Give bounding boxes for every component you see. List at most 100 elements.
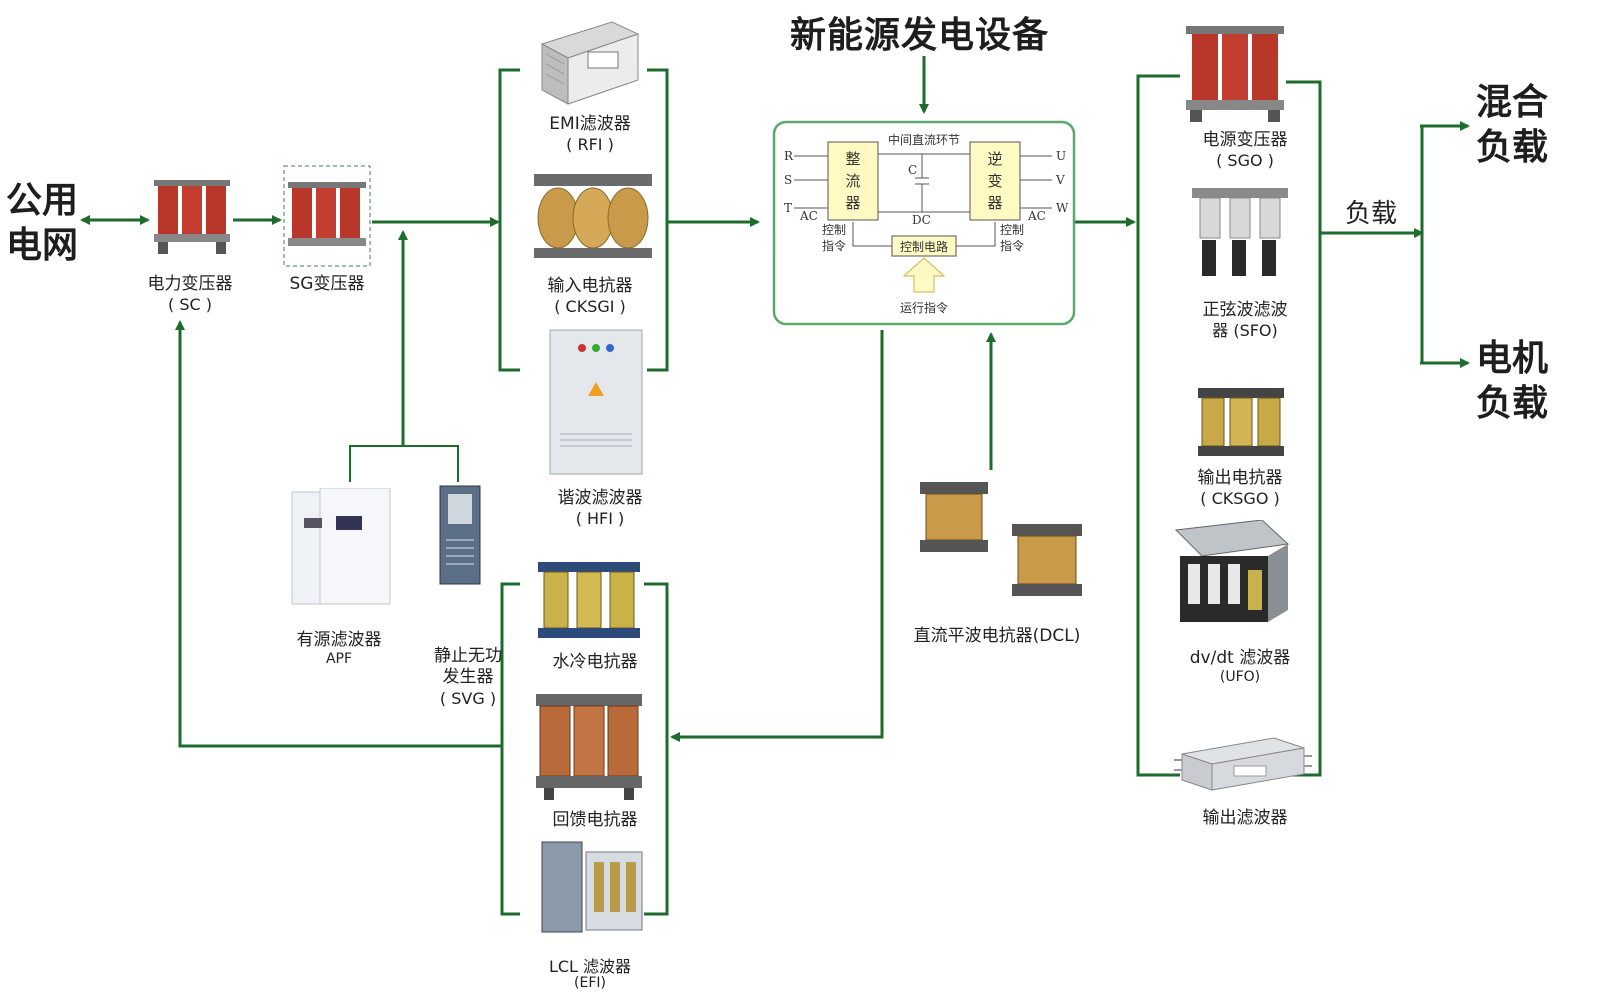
run-command-label: 运行指令 — [900, 300, 948, 315]
inverter-char-3: 器 — [987, 194, 1002, 212]
output-filter-icon — [1174, 737, 1312, 791]
output-v: V — [1055, 173, 1065, 187]
sfo-name-line2: 器 (SFO) — [1212, 321, 1278, 341]
feedback-group-right-bracket — [644, 582, 669, 916]
dvdt-filter-icon — [1174, 520, 1290, 622]
ctrl-left-line2: 指令 — [822, 238, 846, 253]
control-circuit-label: 控制电路 — [900, 239, 948, 254]
apf-name: 有源滤波器 — [296, 630, 382, 650]
sc-label: 电力变压器 ( SC ) — [140, 274, 240, 315]
sgo-transformer-icon — [1186, 26, 1284, 122]
input-group-right-bracket — [647, 68, 669, 372]
run-command-arrow — [902, 257, 946, 293]
water-label: 水冷电抗器 — [540, 652, 650, 673]
sc-transformer-icon — [154, 180, 230, 254]
lcl-label: LCL 滤波器 (EFI) — [535, 958, 645, 991]
cksgo-name: 输出电抗器 — [1197, 468, 1283, 488]
load-mixed-label: 混合 负载 — [1476, 80, 1548, 170]
cksgi-code: ( CKSGI ) — [554, 297, 626, 317]
grid-label: 公用 电网 — [6, 178, 78, 268]
output-w: W — [1056, 201, 1069, 215]
cap-label: C — [908, 163, 917, 177]
inverter-char-1: 逆 — [987, 150, 1002, 168]
input-s: S — [784, 173, 792, 187]
sg-label: SG变压器 — [282, 274, 372, 295]
lcl-name: LCL 滤波器 — [548, 957, 632, 976]
water-cooled-reactor-icon — [538, 562, 640, 638]
output-u: U — [1056, 149, 1066, 163]
output-group-left-bracket — [1136, 74, 1180, 777]
inverter-char-2: 变 — [987, 172, 1002, 190]
inverter-block — [969, 141, 1021, 221]
cksgo-code: ( CKSGO ) — [1200, 489, 1280, 509]
dc-reactor-icon — [920, 482, 1082, 596]
cksgo-label: 输出电抗器 ( CKSGO ) — [1180, 468, 1300, 509]
dc-label: DC — [912, 213, 931, 227]
output-reactor-icon — [1198, 388, 1284, 456]
converter-schematic: 整 流 器 逆 变 器 中间直流环节 C DC R S T U V W AC A… — [772, 120, 1076, 326]
sfo-name-line1: 正弦波滤波 — [1202, 300, 1288, 320]
emi-filter-icon — [540, 21, 640, 105]
ufo-code: (UFO) — [1219, 669, 1261, 686]
sgo-label: 电源变压器 ( SGO ) — [1190, 130, 1300, 171]
svg-code: ( SVG ) — [439, 688, 497, 708]
feedback-name: 回馈电抗器 — [552, 810, 638, 830]
load-mixed-line2: 负载 — [1476, 127, 1549, 168]
input-group-left-bracket — [498, 68, 520, 372]
dcl-label: 直流平波电抗器(DCL) — [902, 626, 1092, 647]
input-reactor-icon — [534, 174, 652, 258]
rectifier-char-1: 整 — [845, 150, 860, 168]
load-motor-label: 电机 负载 — [1476, 336, 1548, 426]
cksgi-label: 输入电抗器 ( CKSGI ) — [535, 276, 645, 317]
apf-label: 有源滤波器 APF — [284, 630, 394, 669]
ac-left-label: AC — [799, 209, 818, 223]
ac-right-label: AC — [1027, 209, 1046, 223]
emi-name: EMI滤波器 — [549, 114, 631, 134]
sg-name: SG变压器 — [289, 274, 365, 294]
ctrl-left-line1: 控制 — [822, 223, 846, 237]
page-title: 新能源发电设备 — [790, 15, 1050, 56]
hfi-name: 谐波滤波器 — [557, 488, 643, 508]
svg-label: 静止无功 发生器 ( SVG ) — [420, 646, 516, 709]
output-group-right-bracket — [1286, 80, 1322, 777]
hfi-label: 谐波滤波器 ( HFI ) — [545, 488, 655, 529]
grid-label-line2: 电网 — [6, 225, 79, 266]
ufo-name: dv/dt 滤波器 — [1189, 648, 1291, 668]
load-label: 负载 — [1345, 199, 1398, 229]
svg-name-line2: 发生器 — [442, 667, 494, 688]
svg-cabinet-icon — [439, 485, 481, 585]
svg-name-line1: 静止无功 — [434, 646, 502, 666]
rectifier-char-2: 流 — [845, 172, 860, 190]
water-name: 水冷电抗器 — [552, 652, 638, 672]
active-filter-cabinet-icon — [291, 488, 391, 605]
sgo-code: ( SGO ) — [1216, 151, 1274, 171]
feedback-sc-link — [175, 320, 502, 748]
feedback-group-left-bracket — [500, 582, 520, 916]
emi-label: EMI滤波器 ( RFI ) — [540, 114, 640, 155]
sc-code: ( SC ) — [168, 295, 212, 315]
feedback-reactor-icon — [536, 694, 642, 800]
sfo-label: 正弦波滤波 器 (SFO) — [1190, 300, 1300, 341]
apf-code: APF — [325, 651, 353, 668]
hfi-code: ( HFI ) — [575, 509, 625, 529]
emi-code: ( RFI ) — [566, 135, 614, 155]
feedback-label: 回馈电抗器 — [540, 810, 650, 831]
converter-feedback-link — [670, 330, 884, 742]
load-motor-line2: 负载 — [1476, 383, 1549, 424]
dcl-name: 直流平波电抗器(DCL) — [913, 626, 1081, 646]
rectifier-char-3: 器 — [845, 194, 860, 212]
control-circuit-block — [891, 235, 957, 257]
ctrl-right-line2: 指令 — [1000, 238, 1024, 253]
lcl-filter-icon — [541, 841, 643, 933]
sine-filter-icon — [1192, 188, 1288, 276]
load-motor-line1: 电机 — [1476, 338, 1549, 379]
load-mixed-line1: 混合 — [1476, 82, 1549, 123]
dc-link-label: 中间直流环节 — [888, 132, 960, 147]
cksgi-name: 输入电抗器 — [547, 276, 633, 296]
output-filter-name: 输出滤波器 — [1202, 808, 1288, 828]
harmonic-filter-cabinet-icon — [549, 329, 643, 475]
sc-name: 电力变压器 — [147, 274, 233, 294]
sg-transformer-icon — [283, 165, 371, 267]
ufo-label: dv/dt 滤波器 (UFO) — [1180, 648, 1300, 687]
